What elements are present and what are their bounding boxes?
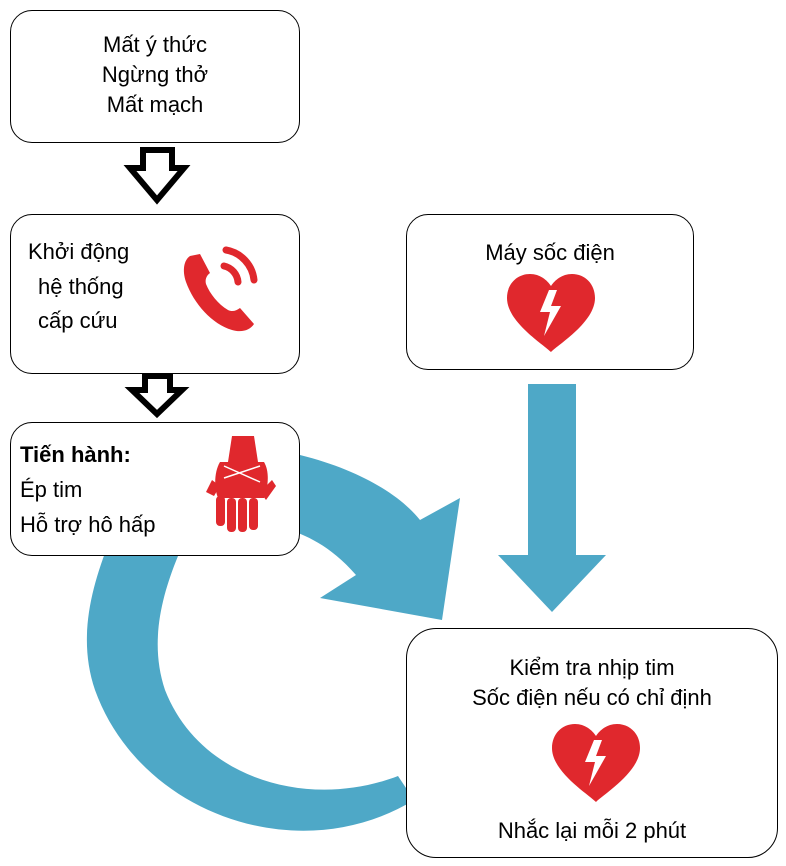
check-footer: Nhắc lại mỗi 2 phút (497, 818, 687, 843)
cpr-heading: Tiến hành: (20, 442, 131, 467)
symptom-line-2: Ngừng thở (101, 62, 209, 87)
call-line-1: Khởi động (28, 239, 130, 264)
aed-heart-icon (552, 724, 640, 802)
symptom-line-1: Mất ý thức (103, 32, 207, 57)
call-line-2: hệ thống (38, 274, 124, 299)
check-line-1: Kiểm tra nhịp tim (509, 655, 675, 680)
symptoms-box (10, 10, 300, 143)
outline-down-arrow (124, 373, 190, 419)
check-line-2: Sốc điện nếu có chỉ định (472, 685, 712, 710)
symptom-line-3: Mất mạch (106, 92, 204, 117)
blue-down-arrow (498, 384, 606, 612)
call-emergency-box (10, 214, 300, 374)
phone-call-icon (183, 246, 258, 332)
aed-heart-icon (507, 274, 595, 352)
cpr-line-1: Ép tim (20, 477, 83, 502)
call-line-3: cấp cứu (38, 308, 118, 333)
outline-down-arrow (123, 147, 191, 205)
hands-compression-icon (206, 436, 276, 532)
cpr-line-2: Hỗ trợ hô hấp (20, 512, 156, 537)
blue-cycle-arrow (86, 455, 460, 831)
defibrillator-title: Máy sốc điện (485, 240, 615, 265)
